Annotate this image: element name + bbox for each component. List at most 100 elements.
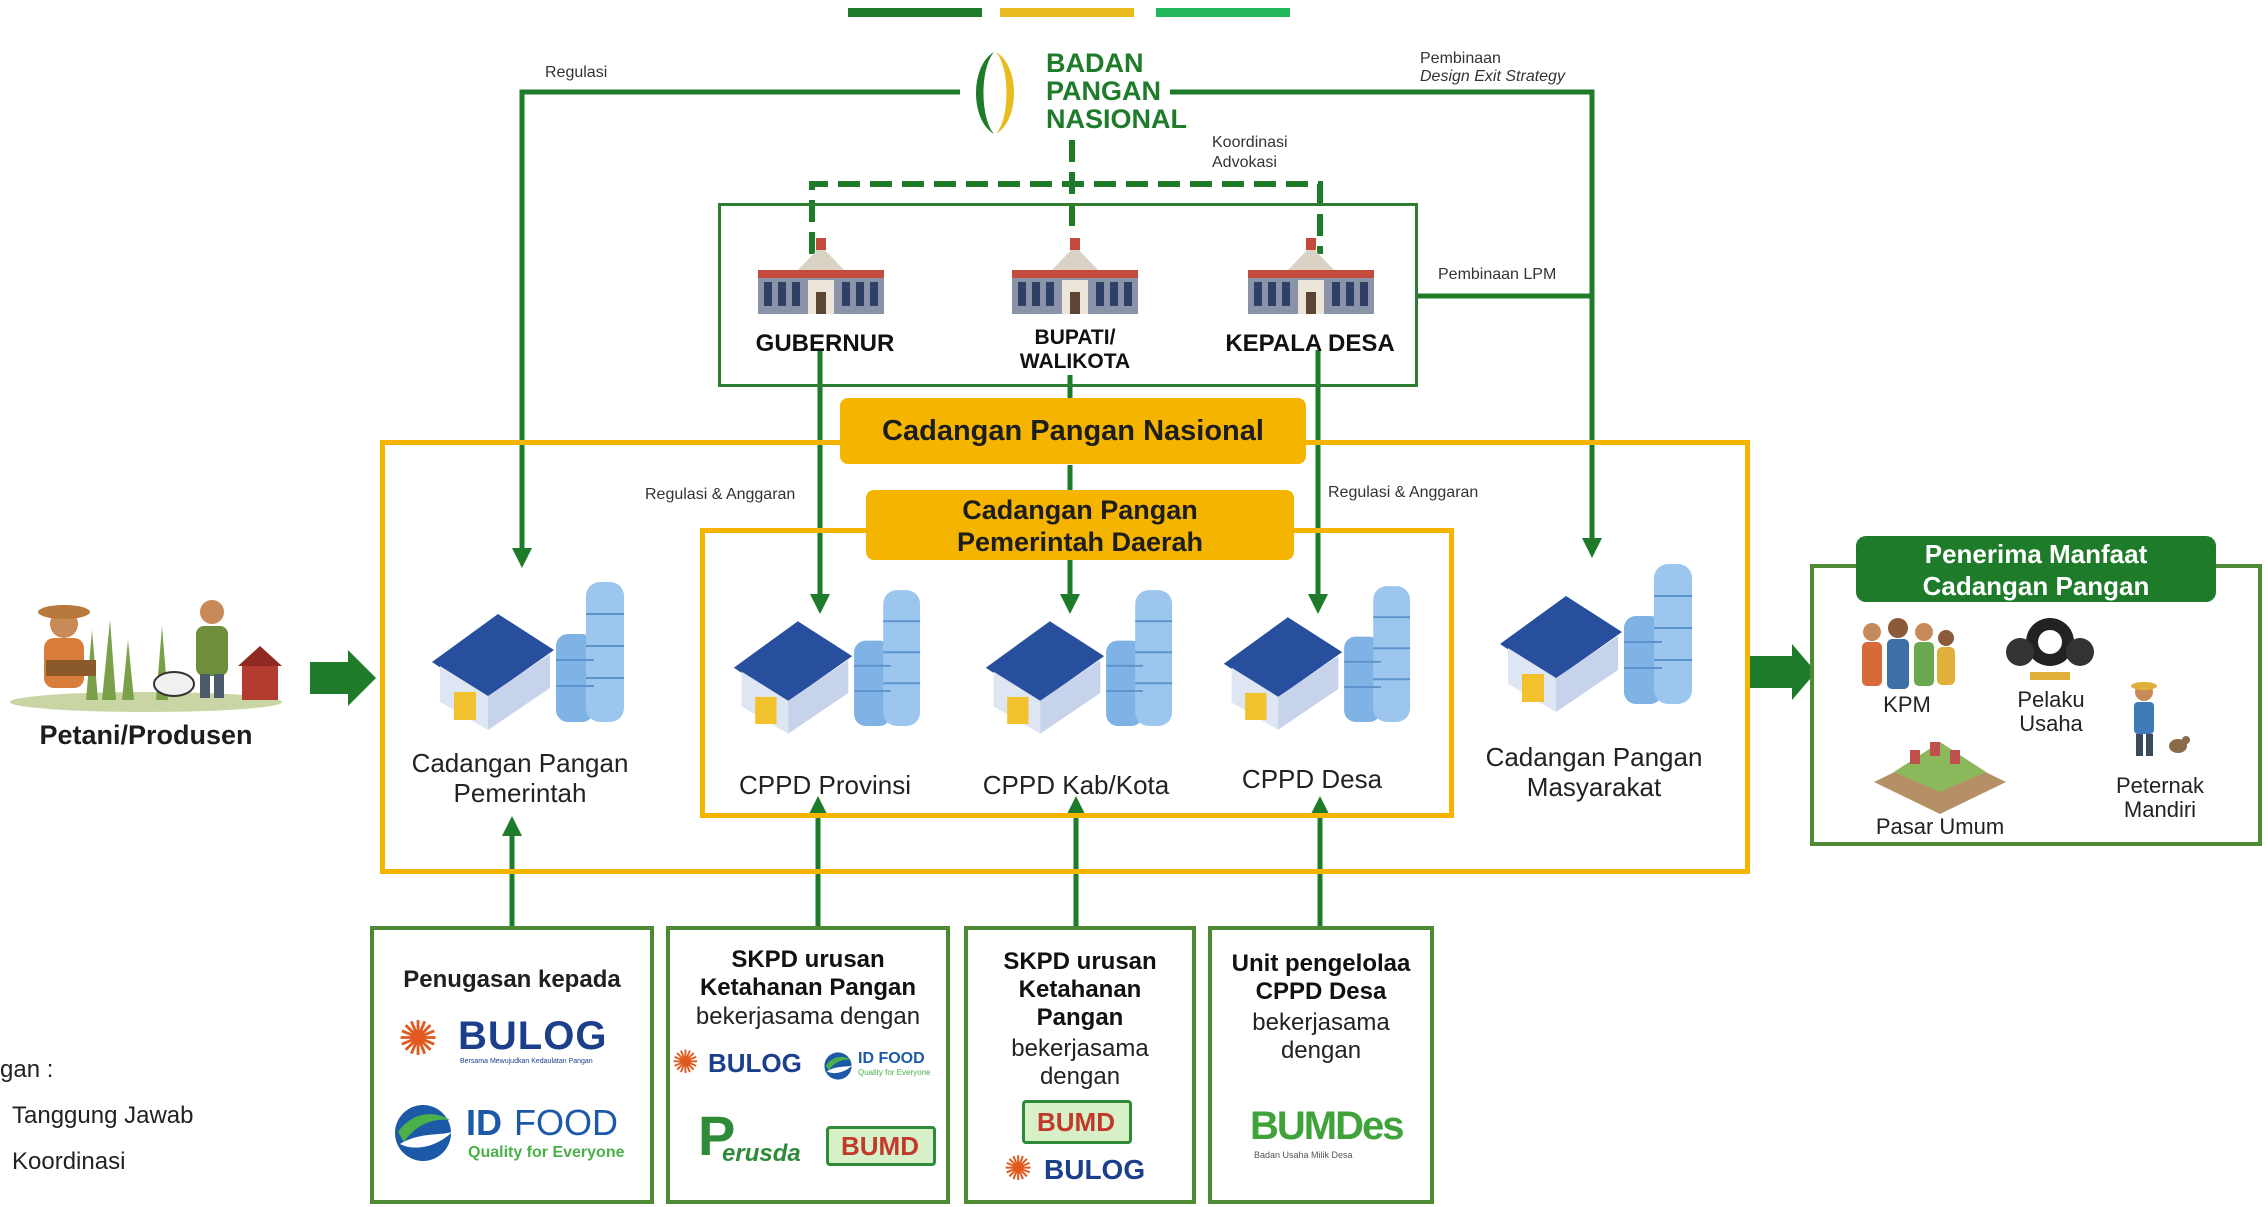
warehouse-desa-icon — [1223, 586, 1411, 730]
storage-masyarakat-line1: Cadangan Pangan — [1485, 742, 1703, 772]
agency-logo: BADAN PANGAN NASIONAL — [960, 48, 1187, 140]
advokasi-label: Advokasi — [1212, 154, 1277, 171]
storage-provinsi-label: CPPD Provinsi — [739, 770, 911, 800]
officials-box — [718, 203, 1418, 387]
bulog-wordmark-small: BULOG — [708, 1048, 802, 1078]
kepala-desa-building-icon — [1248, 238, 1374, 314]
beneficiaries-title-line1: Penerima Manfaat — [1924, 539, 2148, 569]
perusda-wordmark: erusda — [722, 1140, 801, 1167]
legend-item-koordinasi: Koordinasi — [12, 1148, 126, 1175]
skpd-kabkota-title3: Pangan — [1036, 1004, 1124, 1031]
agency-name-line2: PANGAN — [1046, 76, 1162, 106]
regulasi-anggaran-right-label: Regulasi & Anggaran — [1328, 484, 1479, 501]
cppd-banner-line1: Cadangan Pangan — [962, 495, 1198, 525]
bumdes-tagline: Badan Usaha Milik Desa — [1254, 1150, 1353, 1160]
unit-pengelola-title1: Unit pengelolaa — [1231, 950, 1411, 977]
beneficiary-arrow — [1746, 644, 1816, 700]
legend-item-tanggung-jawab: Tanggung Jawab — [12, 1102, 194, 1129]
petani-label: Petani/Produsen — [39, 720, 253, 750]
idfood-wordmark-food: FOOD — [514, 1102, 618, 1143]
idfood-wordmark-id: ID — [466, 1102, 502, 1143]
petani-arrow — [310, 650, 376, 706]
beneficiaries-box — [1810, 564, 2262, 846]
idfood-tagline-small: Quality for Everyone — [858, 1068, 931, 1077]
regulasi-label: Regulasi — [545, 64, 608, 81]
skpd-kabkota-box — [964, 926, 1196, 1204]
skpd-kabkota-sub1: bekerjasama — [1011, 1035, 1149, 1062]
skpd-kabkota-sub2: dengan — [1039, 1063, 1121, 1090]
bumd-wordmark: BUMD — [841, 1131, 919, 1161]
unit-pengelola-box — [1208, 926, 1434, 1204]
koordinasi-label: Koordinasi — [1212, 134, 1288, 151]
idfood-logo-box2: ID FOOD Quality for Everyone — [822, 1050, 942, 1086]
header-bar-dark-green — [848, 8, 982, 17]
warehouse-kabkota-icon — [985, 590, 1173, 734]
peternak-line2: Mandiri — [2123, 797, 2197, 822]
storage-masyarakat-line2: Masyarakat — [1526, 772, 1662, 802]
perusda-p-icon: P — [698, 1104, 736, 1167]
storage-kabkota-label: CPPD Kab/Kota — [982, 770, 1170, 800]
skpd-provinsi-title2: Ketahanan Pangan — [699, 974, 917, 1001]
skpd-kabkota-title1: SKPD urusan — [1003, 948, 1157, 975]
bulog-wordmark: BULOG — [458, 1014, 608, 1058]
header-bar-light-green — [1156, 8, 1290, 17]
pembinaan-line — [1170, 89, 1602, 558]
regulasi-anggaran-left-label: Regulasi & Anggaran — [645, 486, 796, 503]
pelaku-usaha-line2: Usaha — [2019, 711, 2083, 736]
warehouse-masyarakat-icon — [1500, 564, 1692, 712]
warehouse-pemerintah-icon — [432, 582, 624, 730]
unit-pengelola-title2: CPPD Desa — [1255, 978, 1387, 1005]
bumd-wordmark-box3: BUMD — [1037, 1107, 1115, 1137]
bulog-flower-icon: ✺ — [398, 1013, 439, 1066]
penugasan-title: Penugasan kepada — [403, 966, 621, 993]
bulog-flower-icon-small: ✺ — [672, 1044, 699, 1080]
gubernur-building-icon — [758, 238, 884, 314]
agency-name-line3: NASIONAL — [1046, 104, 1187, 134]
idfood-tagline: Quality for Everyone — [468, 1144, 625, 1161]
regulasi-line — [512, 89, 960, 568]
gubernur-label: GUBERNUR — [755, 330, 895, 357]
bulog-flower-icon-box3: ✺ — [1004, 1150, 1033, 1188]
farmer-illustration-icon — [10, 600, 282, 712]
cppd-banner-line2: Pemerintah Daerah — [956, 527, 1204, 557]
agency-emblem-icon — [976, 52, 1014, 134]
koordinasi-dashed-line — [809, 181, 1323, 254]
bulog-logo-box3: ✺ BULOG — [1004, 1150, 1164, 1192]
kpm-people-icon — [1862, 618, 1955, 689]
bulog-tagline: Bersama Mewujudkan Kedaulatan Pangan — [460, 1058, 593, 1065]
penugasan-box — [370, 926, 654, 1204]
kpm-label: KPM — [1883, 692, 1931, 717]
pasar-umum-market-icon — [1874, 742, 2006, 814]
storage-pemerintah-line1: Cadangan Pangan — [411, 748, 629, 778]
bumdes-logo: BUMDes Badan Usaha Milik Desa — [1250, 1104, 1404, 1164]
kepala-desa-label: KEPALA DESA — [1225, 330, 1395, 357]
header-bar-yellow — [1000, 8, 1134, 17]
bumd-logo-box3: BUMD — [1022, 1100, 1132, 1144]
agency-name-line1: BADAN — [1046, 48, 1144, 78]
bupati-label-line2: WALIKOTA — [1019, 350, 1131, 373]
idfood-swoosh-icon-small — [824, 1052, 853, 1080]
bupati-label-line1: BUPATI/ — [1034, 326, 1116, 349]
bulog-wordmark-box3: BULOG — [1044, 1154, 1146, 1185]
beneficiaries-title-line2: Cadangan Pangan — [1922, 571, 2150, 601]
beneficiaries-title: Penerima Manfaat Cadangan Pangan — [1856, 536, 2216, 602]
unit-pengelola-sub2: dengan — [1280, 1037, 1362, 1064]
skpd-provinsi-title1: SKPD urusan — [731, 946, 885, 973]
cadangan-pangan-nasional-banner: Cadangan Pangan Nasional — [840, 398, 1306, 464]
pelaku-usaha-gears-icon — [2006, 618, 2094, 680]
perusda-logo: P erusda — [698, 1106, 808, 1174]
skpd-kabkota-title2: Ketahanan — [1018, 976, 1142, 1003]
skpd-provinsi-sub: bekerjasama dengan — [695, 1003, 921, 1030]
peternak-line1: Peternak — [2115, 773, 2205, 798]
warehouse-provinsi-icon — [733, 590, 921, 734]
bupati-building-icon — [1012, 238, 1138, 314]
cppd-banner: Cadangan Pangan Pemerintah Daerah — [866, 490, 1294, 560]
unit-pengelola-sub1: bekerjasama — [1252, 1009, 1390, 1036]
storage-desa-label: CPPD Desa — [1241, 764, 1383, 794]
bumdes-wordmark: BUMDes — [1250, 1104, 1404, 1148]
bulog-logo-box2: ✺ BULOG — [672, 1044, 822, 1082]
bumd-logo-box2: BUMD — [826, 1126, 936, 1166]
idfood-swoosh-icon — [395, 1105, 452, 1161]
idfood-wordmark-small: ID FOOD — [858, 1050, 925, 1067]
